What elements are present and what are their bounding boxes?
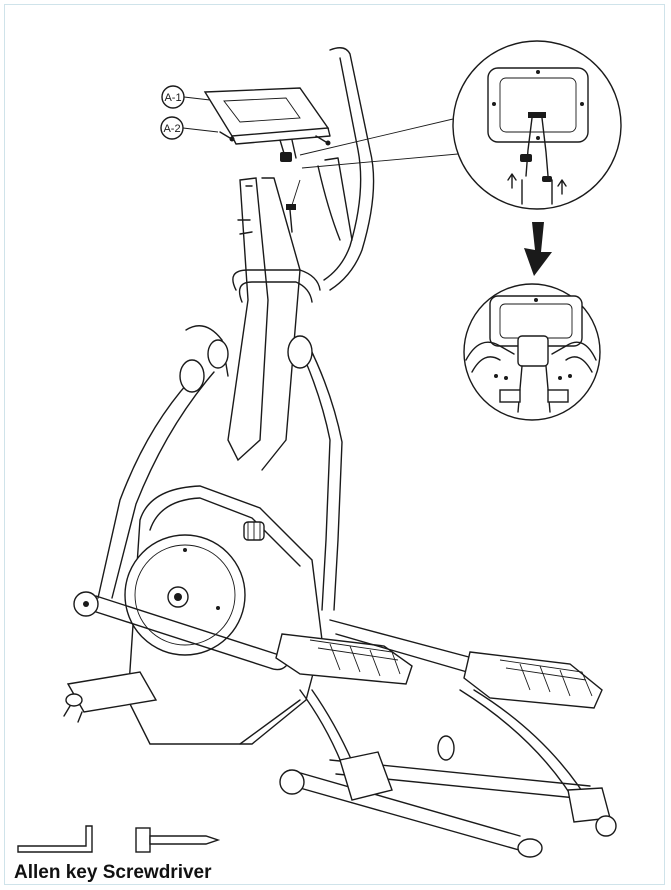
tools-caption: Allen key Screwdriver [14,862,212,884]
allen-key-icon [17,825,93,853]
callout-a2: A-2 [160,116,219,140]
console-part-a1 [203,87,331,162]
detail-circle-mounted [463,283,601,421]
screwdriver-label: Screwdriver [102,862,212,883]
arrow-down-icon [524,222,552,276]
allen-key-label: Allen key [14,862,98,883]
screwdriver-icon [135,827,221,853]
callout-a1-label: A-1 [164,92,181,104]
diagram-frame [4,4,665,885]
elliptical-trainer [63,47,617,858]
detail-circle-wiring [452,40,622,210]
callout-a1: A-1 [161,85,211,109]
bolt-part-a2 [219,131,331,146]
callout-a2-label: A-2 [163,123,180,135]
